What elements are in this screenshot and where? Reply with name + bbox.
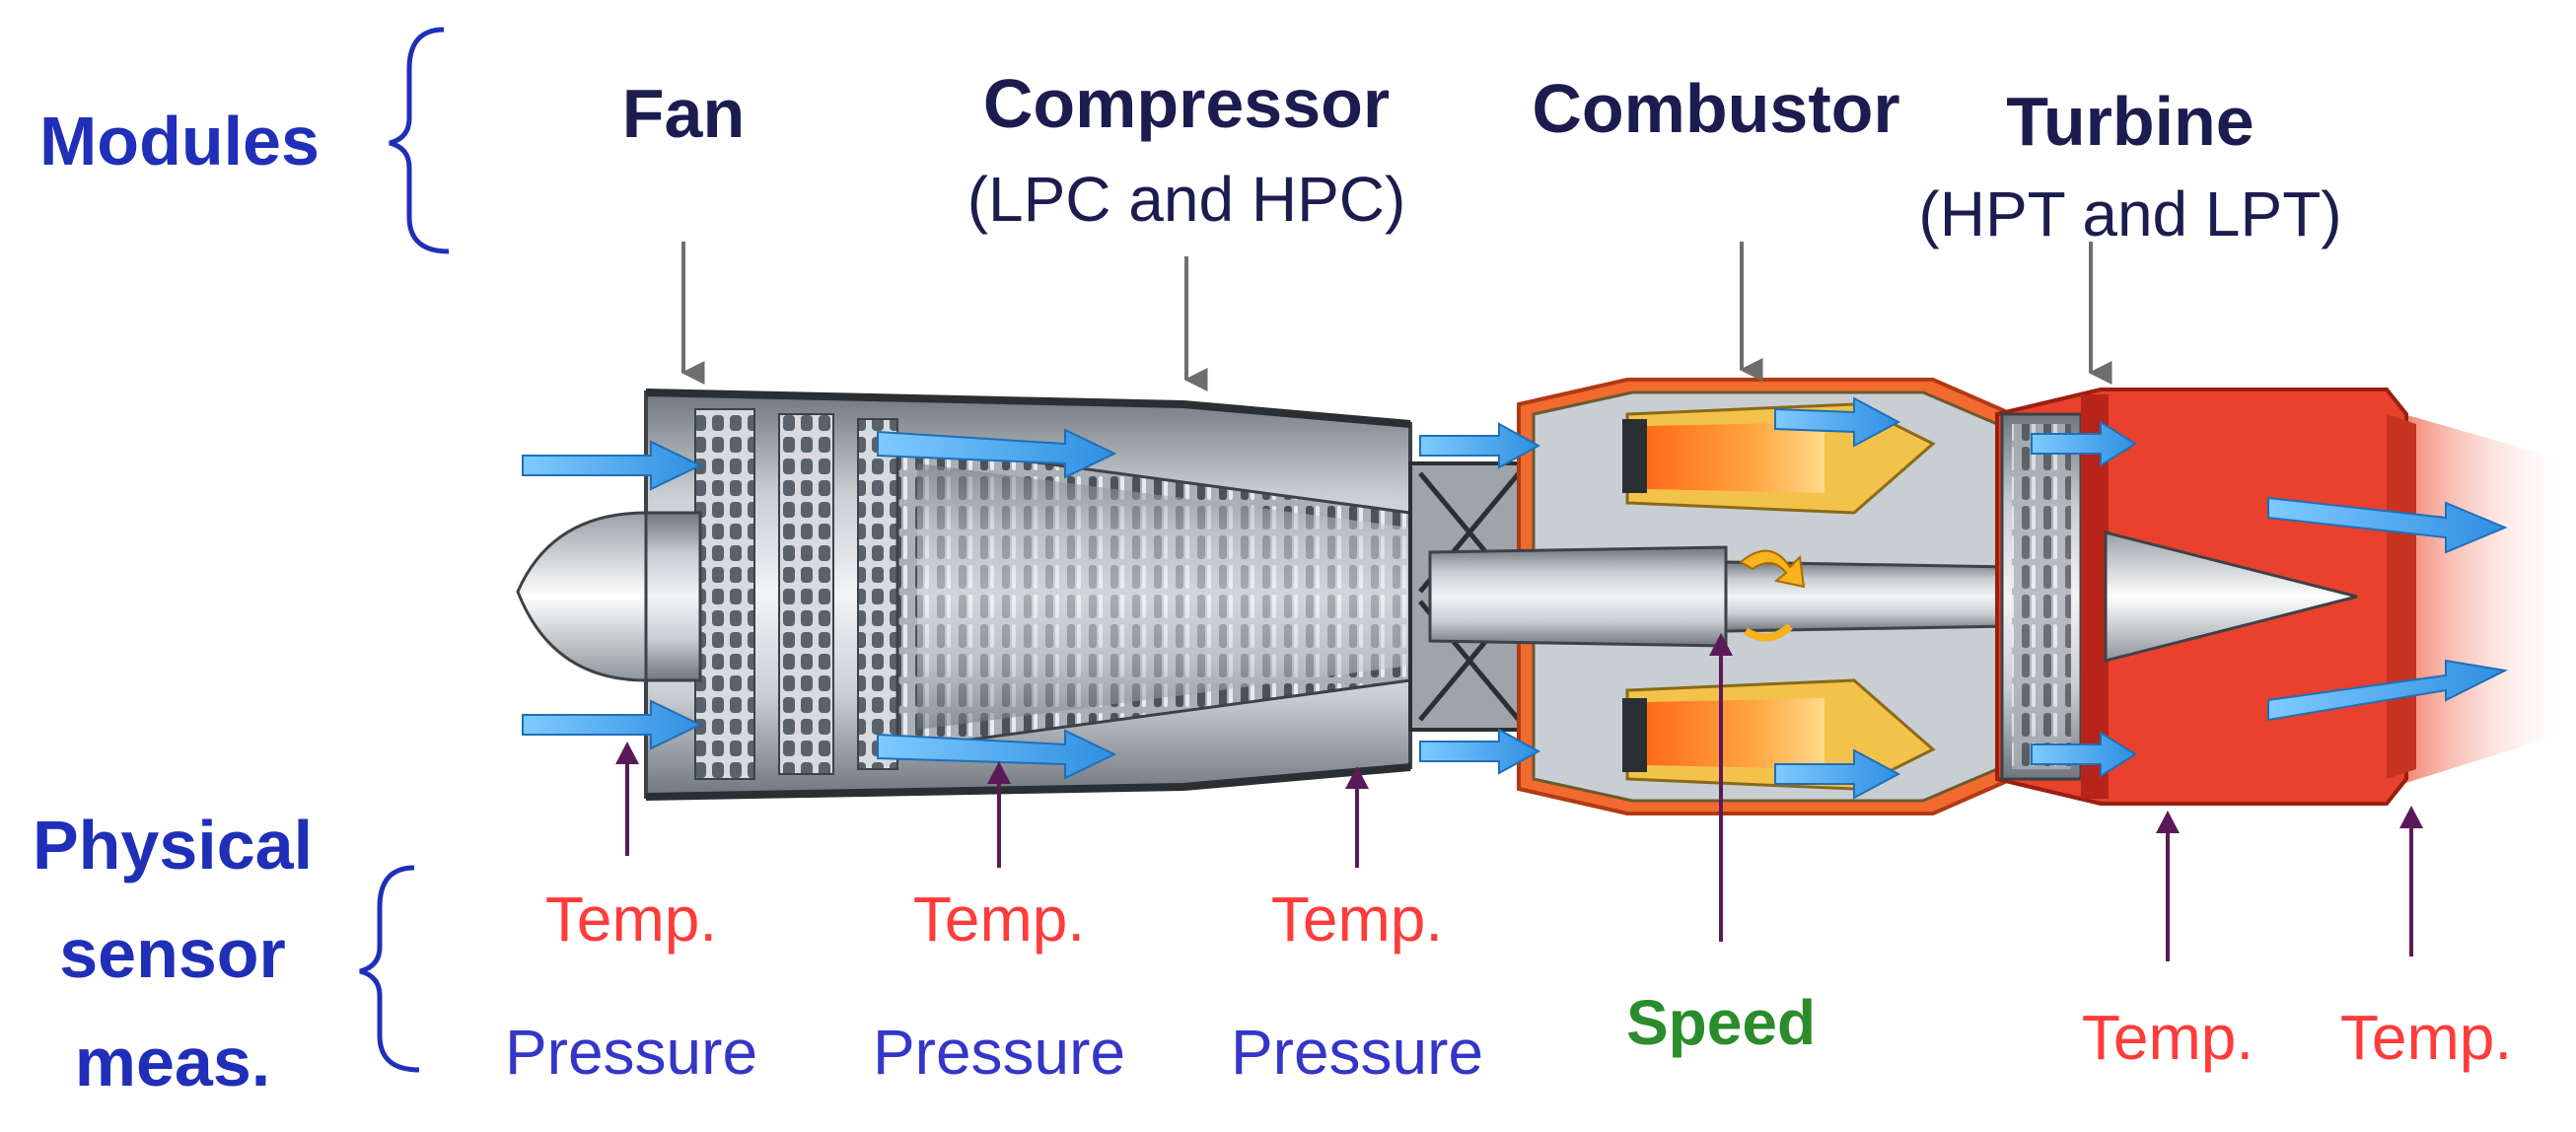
sensor-lpc-pressure: Pressure	[872, 1017, 1126, 1088]
sensors-brace	[359, 865, 420, 1073]
modules-brace	[389, 27, 450, 254]
sensor-lpc-temp: Temp.	[912, 884, 1086, 955]
airflow-arrows	[522, 396, 2509, 800]
module-compressor-label: Compressor	[982, 65, 1391, 142]
modules-label: Modules	[39, 103, 320, 179]
module-compressor-detail: (LPC and HPC)	[966, 164, 1406, 235]
sensors-label-line-2: sensor	[59, 915, 286, 992]
sensor-fan-pressure: Pressure	[504, 1017, 758, 1088]
sensor-lpt-temp: Temp.	[2339, 1002, 2513, 1073]
sensor-hpt-temp: Temp.	[2081, 1002, 2254, 1073]
module-combustor-label: Combustor	[1532, 70, 1900, 147]
sensor-hpc-temp: Temp.	[1270, 884, 1444, 955]
module-turbine-label: Turbine	[2006, 83, 2254, 160]
sensor-hpc-pressure: Pressure	[1230, 1017, 1484, 1088]
module-turbine-detail: (HPT and LPT)	[1918, 178, 2342, 249]
sensor-fan-temp: Temp.	[544, 884, 718, 955]
module-fan-label: Fan	[621, 75, 746, 152]
sensor-speed: Speed	[1625, 987, 1817, 1058]
sensors-label-line-1: Physical	[32, 807, 314, 884]
sensors-label-line-3: meas.	[74, 1024, 271, 1100]
